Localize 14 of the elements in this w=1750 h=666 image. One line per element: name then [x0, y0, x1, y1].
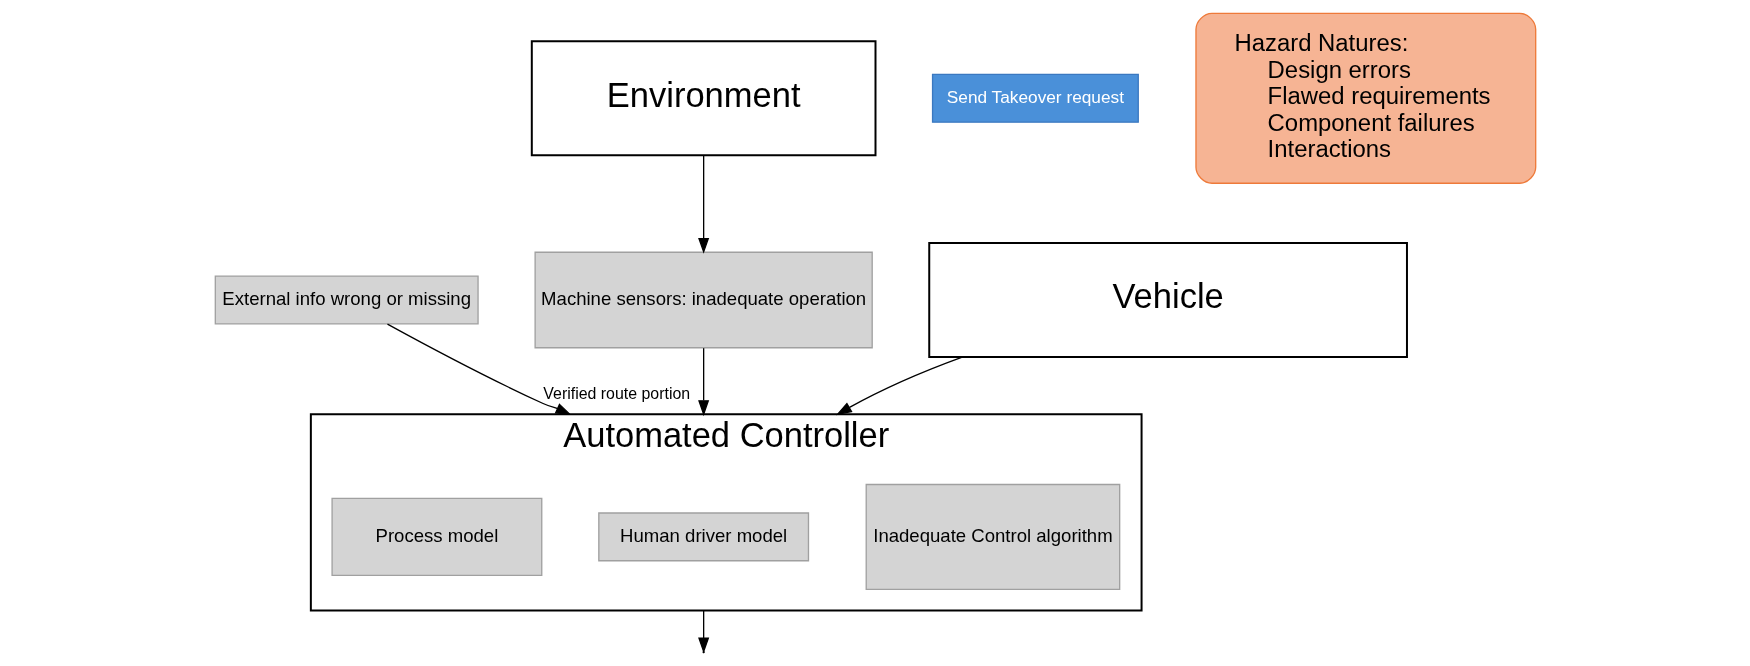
node-box: Process model: [330, 497, 542, 577]
node-box: Hazard Natures: Design errors Flawed requirements Component failures Interactions: [1194, 12, 1536, 184]
arrow: [835, 356, 963, 416]
arrow: [697, 347, 709, 417]
node-box: External info wrong or missing: [214, 275, 479, 325]
node-box: Environment: [530, 40, 876, 157]
node-box: Inadequate Control algorithm: [865, 483, 1120, 590]
node-box: Human driver model: [597, 512, 809, 562]
edge-label: Verified route portion: [542, 385, 690, 403]
arrow: [697, 154, 709, 254]
node-box: Machine sensors: inadequate operation: [533, 251, 873, 349]
arrow: [386, 323, 571, 415]
node-box: Vehicle: [927, 241, 1408, 359]
node-box: Send Takeover request: [931, 73, 1139, 123]
